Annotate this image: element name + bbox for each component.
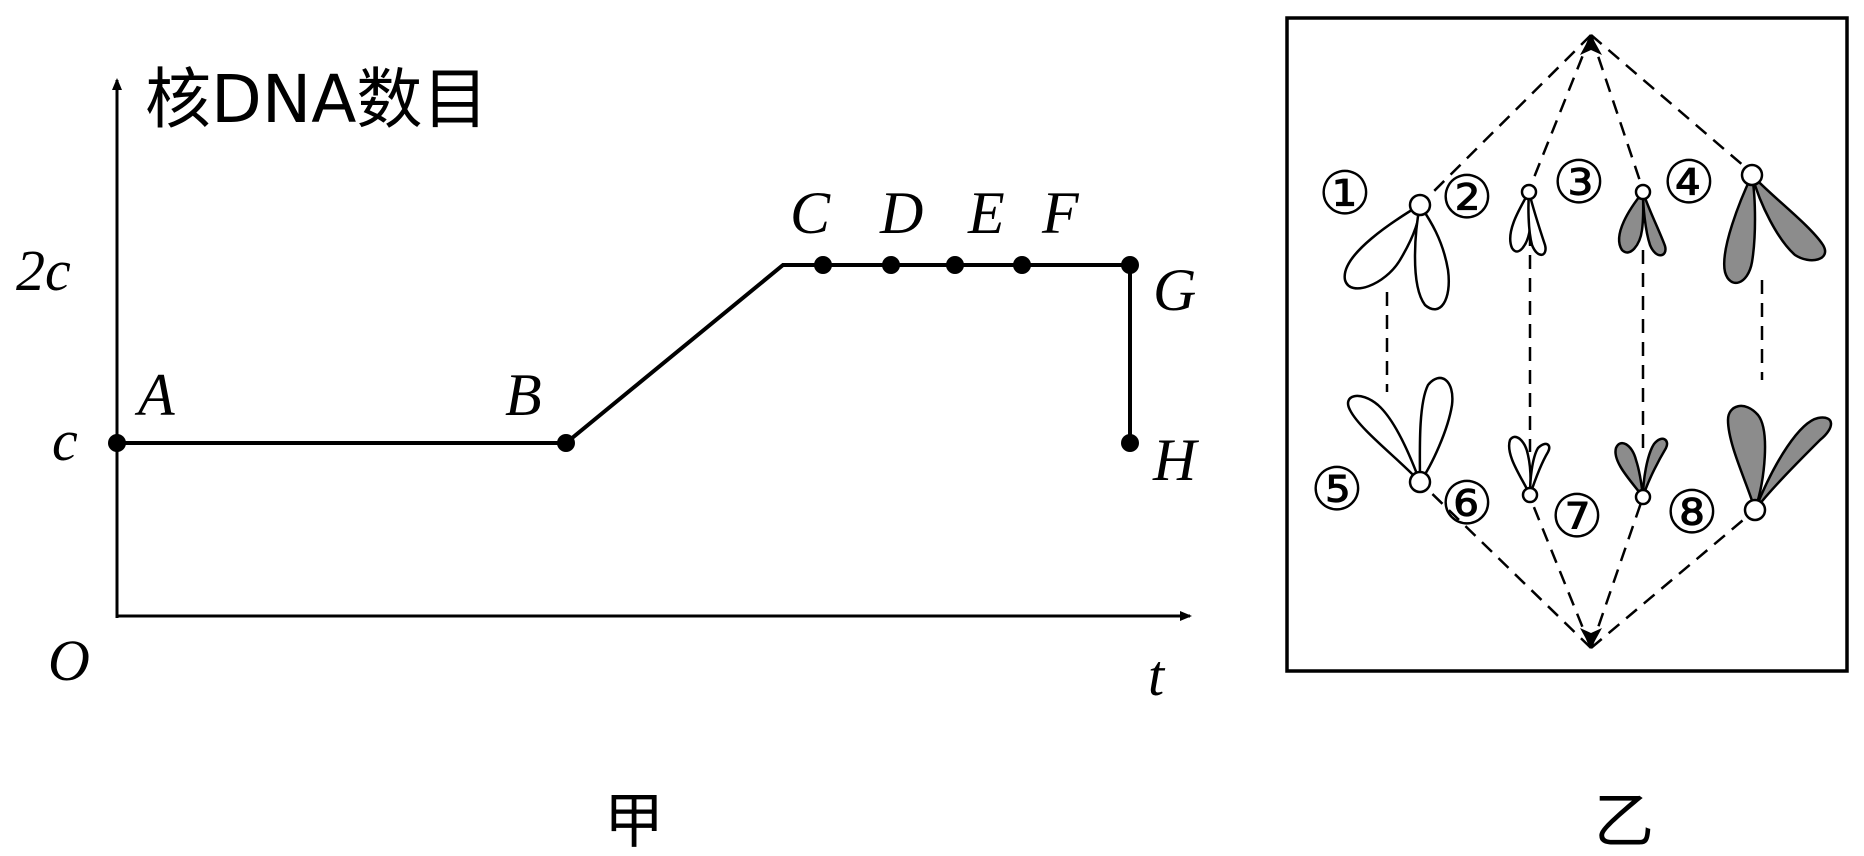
chromosome-1 xyxy=(1343,193,1451,311)
x-axis-label: t xyxy=(1148,643,1166,708)
chromosome-label-5: ⑤ xyxy=(1310,455,1364,525)
origin-label: O xyxy=(48,628,90,693)
chromosome-8 xyxy=(1726,404,1833,522)
chromosome-label-6: ⑥ xyxy=(1440,469,1494,539)
y-axis-label: 核DNA数目 xyxy=(145,61,488,138)
chromosome-label-3: ③ xyxy=(1552,148,1606,218)
label-e: E xyxy=(967,180,1005,246)
y-tick-2c: 2c xyxy=(16,238,71,303)
point-h xyxy=(1121,434,1139,452)
chromosome-label-7: ⑦ xyxy=(1550,482,1604,552)
chromosome-6 xyxy=(1507,435,1551,504)
chromosome-label-2: ② xyxy=(1440,163,1494,233)
chromosome-4 xyxy=(1722,163,1827,285)
graph-jia: 核DNA数目 O t c 2c A B C D E F G H 甲 xyxy=(16,61,1200,856)
chromosome-7 xyxy=(1614,437,1669,506)
point-f xyxy=(1013,256,1031,274)
caption-jia: 甲 xyxy=(604,787,664,856)
dna-curve xyxy=(117,263,1132,445)
label-f: F xyxy=(1041,180,1080,246)
chromosome-2 xyxy=(1509,183,1547,256)
lower-pole-arrow xyxy=(1580,628,1602,648)
point-a xyxy=(108,434,126,452)
point-e xyxy=(946,256,964,274)
upper-pole-arrow xyxy=(1580,35,1602,55)
point-c xyxy=(814,256,832,274)
cell-yi: ① ② ③ ④ ⑤ ⑥ ⑦ ⑧ 乙 xyxy=(1285,16,1849,856)
y-tick-c: c xyxy=(52,408,78,473)
point-d xyxy=(882,256,900,274)
chromosome-label-1: ① xyxy=(1318,159,1372,229)
point-b xyxy=(557,434,575,452)
chromosome-label-8: ⑧ xyxy=(1665,478,1719,548)
caption-yi: 乙 xyxy=(1594,787,1654,856)
label-d: D xyxy=(879,180,923,246)
label-h: H xyxy=(1152,427,1200,493)
label-c: C xyxy=(790,180,831,246)
label-b: B xyxy=(505,362,542,428)
spindle-fibers xyxy=(1385,34,1764,649)
chromosome-5 xyxy=(1346,376,1454,494)
label-g: G xyxy=(1153,257,1196,323)
chromosome-label-4: ④ xyxy=(1662,148,1716,218)
point-g xyxy=(1121,256,1139,274)
chromosome-3 xyxy=(1617,183,1667,257)
cell-frame xyxy=(1285,16,1849,673)
label-a: A xyxy=(134,362,175,428)
